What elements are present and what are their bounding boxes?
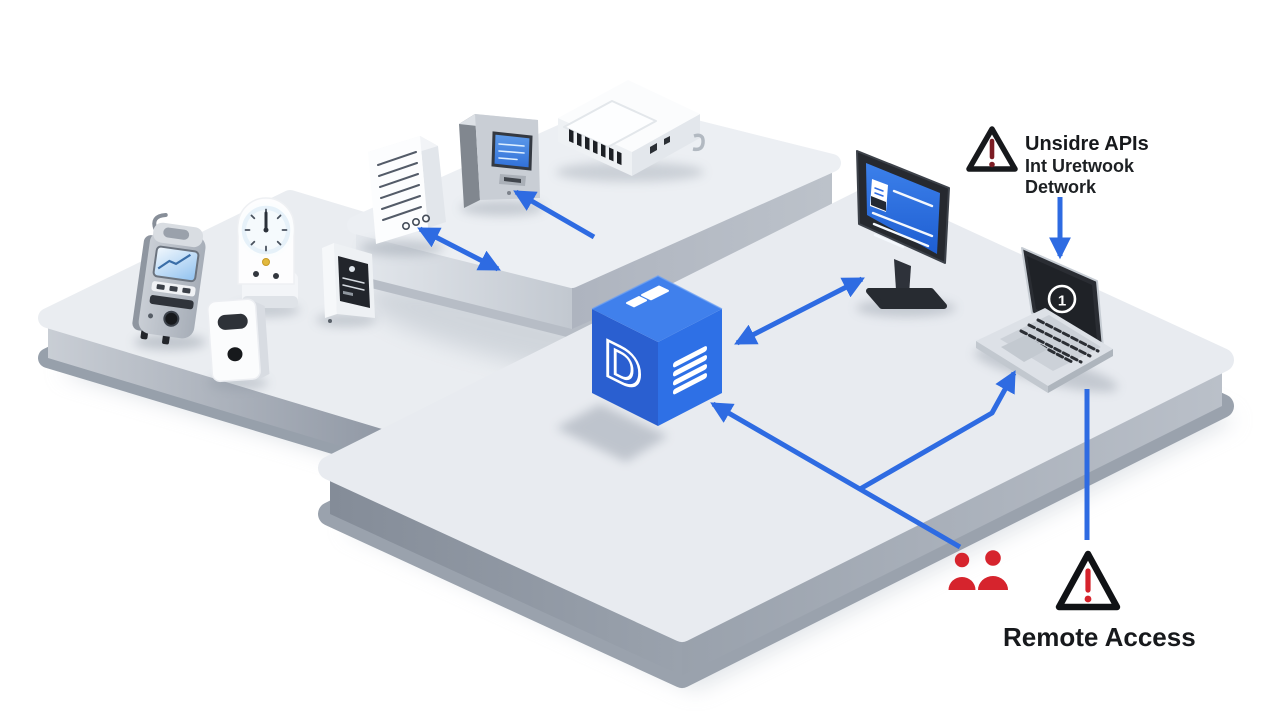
device-network-router: [556, 80, 705, 182]
data-cube: D: [556, 275, 723, 462]
cube-top-blocks: [626, 285, 669, 308]
intercom-front: [207, 298, 261, 383]
label-unsecured-line2: Int Uretwook: [1025, 156, 1135, 176]
laptop-key-rows: [1019, 318, 1100, 364]
meter-strip-ticks: [156, 284, 191, 294]
intercom-button: [227, 347, 243, 362]
intercom-body-group: [207, 298, 270, 383]
label-unsecured-line1: Unsidre APIs: [1025, 133, 1149, 155]
cube-shadow: [556, 404, 668, 462]
router-face-right: [632, 114, 700, 176]
meter-chart-line: [157, 253, 192, 270]
monitor-doc-lines: [874, 187, 884, 197]
router-ports: [650, 136, 670, 154]
clock-yellow-dot: [262, 258, 270, 266]
cube-face-left: [592, 309, 658, 426]
arrow-branch-to-laptop: [858, 370, 1017, 492]
tower-side: [420, 136, 446, 228]
displaybox-side: [322, 243, 337, 318]
warning-triangle-top: [966, 126, 1018, 172]
laptop-deck-edge-left: [976, 341, 1048, 393]
clock-dot-left: [253, 271, 259, 277]
meter-round-button: [163, 310, 180, 327]
clock-center: [263, 227, 269, 233]
arrow-tower-bidirectional: [417, 226, 501, 272]
kiosk-screen-lines: [498, 143, 525, 161]
warning-triangle-bottom: [1055, 550, 1121, 611]
platform-main-top: [318, 186, 1234, 642]
warning-bottom-exclaim-dot: [1084, 595, 1092, 603]
user2-head: [985, 550, 1001, 566]
remote-users-icon: [948, 550, 1008, 590]
meter-strip-dark: [149, 295, 194, 310]
meter-small-dot: [148, 313, 154, 319]
cube-menu-bars: [673, 346, 707, 395]
laptop: 1: [974, 247, 1118, 393]
tower-shadow: [360, 240, 444, 256]
displaybox-screen-dot: [349, 266, 355, 272]
alert-circle-icon: [1047, 284, 1077, 314]
user1-body: [948, 577, 976, 590]
device-handheld-meter: [132, 213, 206, 350]
platform-main: [318, 186, 1236, 690]
arrow-to-kiosk: [513, 189, 596, 240]
displaybox-screen-mark: [343, 290, 353, 297]
user2-body: [978, 576, 1008, 590]
router-cable: [692, 133, 705, 152]
warning-bottom-outline: [1055, 550, 1121, 611]
monitor-base: [866, 288, 947, 309]
displaybox-screen-lines: [342, 277, 365, 291]
tower-front: [368, 136, 428, 244]
meter-cap-inset: [163, 227, 190, 240]
intercom-slot: [217, 313, 248, 330]
user1-head: [954, 552, 970, 568]
device-timer-clock: [232, 197, 300, 317]
displaybox-screen: [338, 256, 370, 308]
warning-top-exclaim-dot: [989, 161, 995, 168]
tower-port-glyphs: [401, 214, 430, 231]
kiosk-side: [459, 114, 480, 208]
device-wall-intercom: [207, 298, 270, 390]
cube-edge-highlight: [591, 275, 723, 310]
laptop-display: [1027, 256, 1097, 341]
clock-dot-right: [273, 273, 279, 279]
kiosk-slot-inner: [504, 177, 521, 183]
monitor-screen-lines: [871, 189, 934, 249]
warning-top-outline: [966, 126, 1018, 172]
label-remote-access: Remote Access: [1003, 622, 1196, 652]
arrow-users-to-cube: [710, 401, 962, 550]
meter-shadow: [134, 334, 206, 350]
label-unsecured-line3: Detwork: [1025, 177, 1097, 197]
laptop-trackpad: [1001, 335, 1048, 362]
tower-text-lines: [377, 151, 422, 221]
monitor-doc-icon-dark: [871, 196, 886, 211]
label-unsecured-apis: Unsidre APIs Int Uretwook Detwork: [1025, 133, 1149, 197]
monitor-stand: [894, 259, 911, 295]
connection-arrows: [417, 189, 1090, 550]
arrow-cube-monitor-bidirectional: [734, 276, 865, 346]
kiosk-screen: [491, 131, 533, 171]
meter-body-group: [132, 213, 206, 345]
laptop-screen-badge: 1: [1058, 293, 1066, 310]
laptop-keyboard-area: [1000, 315, 1101, 371]
kiosk-button: [507, 191, 511, 195]
desktop-monitor: [856, 150, 956, 317]
router-vents: [569, 129, 622, 166]
laptop-deck-edge-right: [1048, 349, 1113, 393]
displaybox-button: [328, 319, 332, 323]
device-display-box: [316, 243, 376, 327]
